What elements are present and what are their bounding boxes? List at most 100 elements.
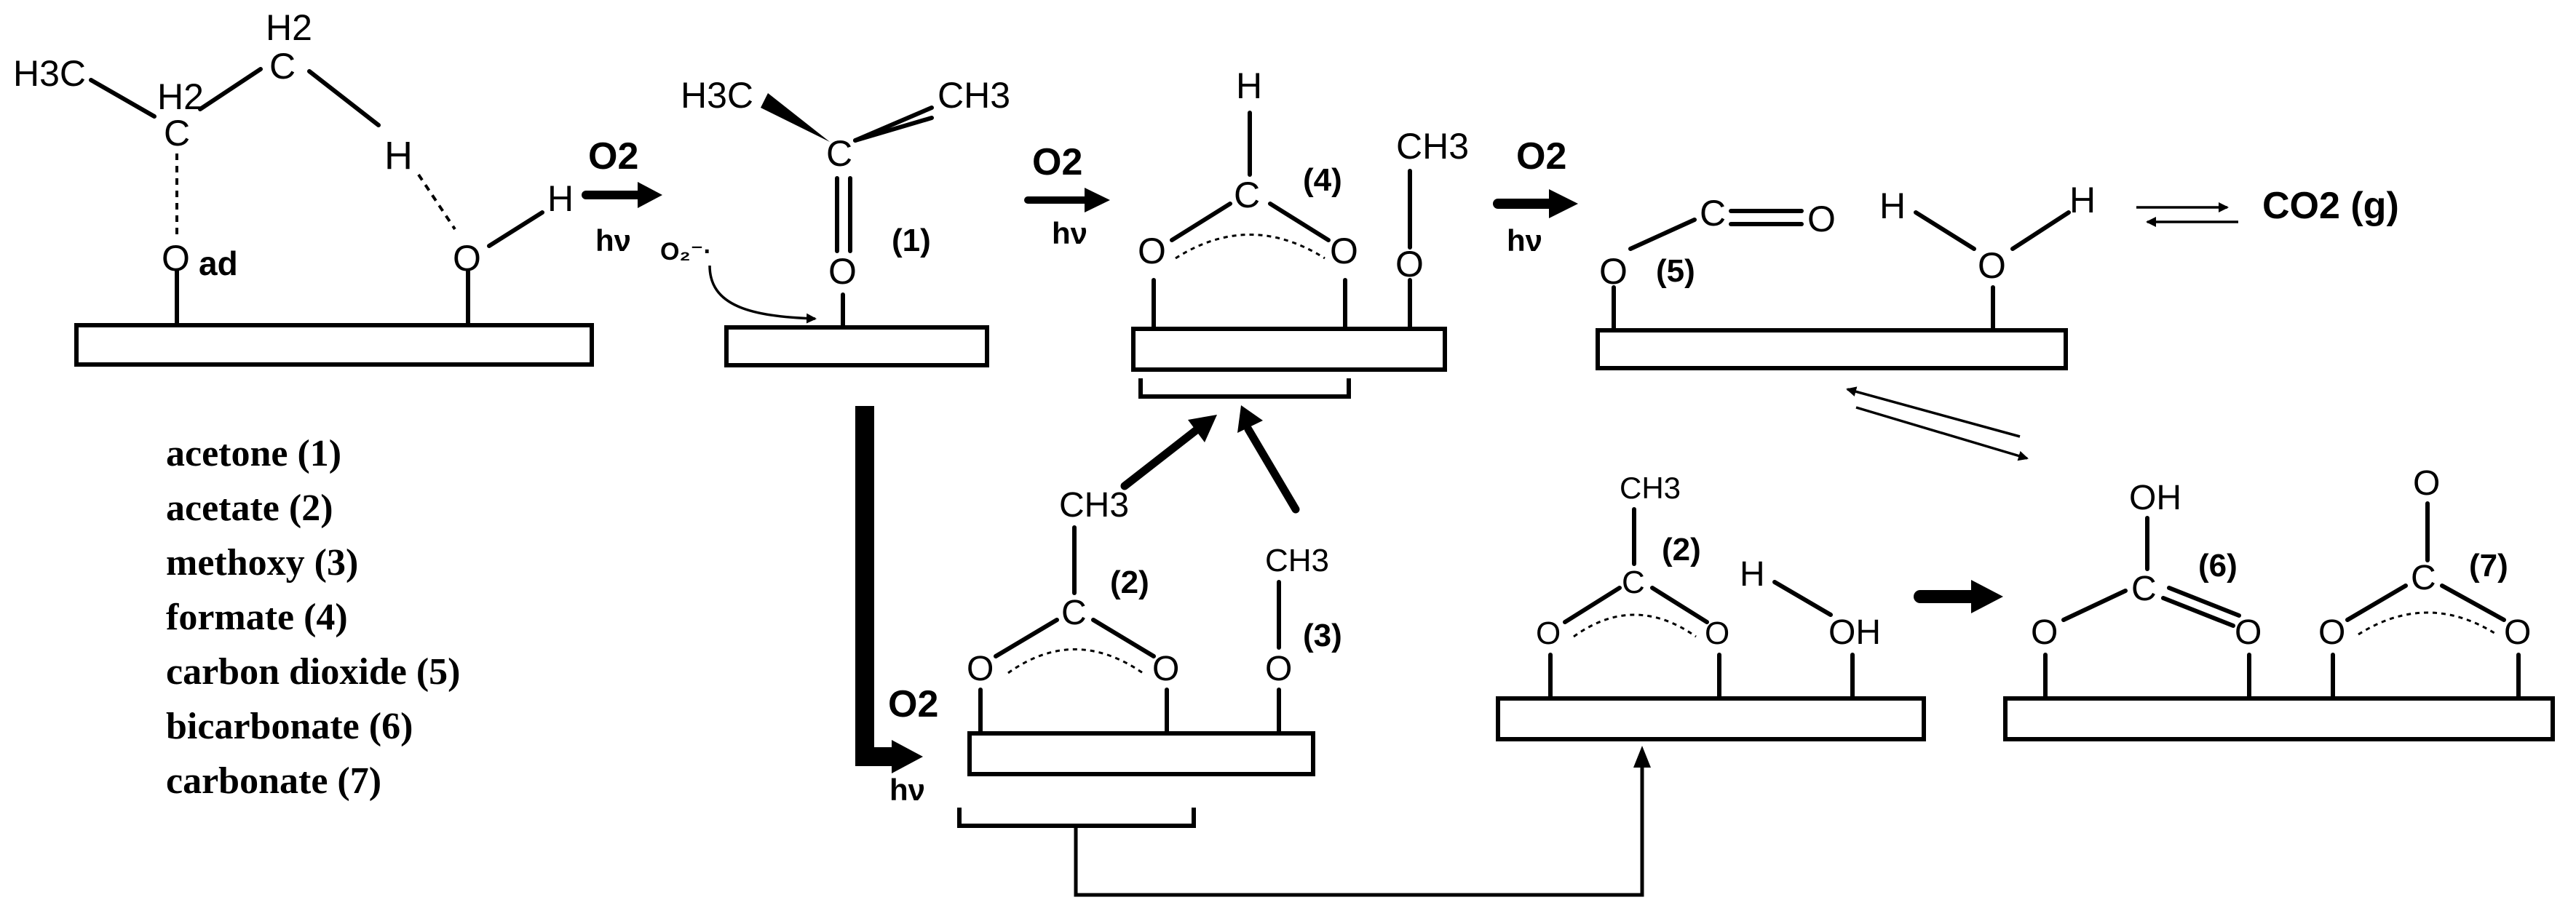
- arrow-down-acetone: O2 hν: [855, 406, 938, 807]
- acetone-stage: O C H3C CH3 (1) O₂⁻·: [660, 75, 1010, 367]
- hv-label-2: hν: [1052, 216, 1087, 250]
- superoxide-label: O₂⁻·: [660, 238, 712, 266]
- atom-h3c: H3C: [13, 53, 86, 94]
- legend-item-2: acetate (2): [166, 487, 333, 529]
- atom-h2-c2: H2: [266, 7, 312, 48]
- arrow-step-2: O2 hν: [1024, 141, 1110, 250]
- number-3: (3): [1303, 618, 1342, 653]
- atom-o-carb-right: O: [2504, 613, 2531, 652]
- hv-label-1: hν: [595, 223, 631, 258]
- atom-c-acetone: C: [826, 133, 852, 174]
- arrows-up-to-formate: [1120, 405, 1300, 514]
- atom-oh-bicarb: OH: [2129, 479, 2181, 517]
- atom-h-water-right: H: [2069, 180, 2096, 220]
- surface-slab-6: [2003, 696, 2555, 741]
- atom-h-hydroxyl: H: [547, 178, 574, 219]
- atom-c-acetate2: C: [1622, 565, 1645, 600]
- carbonate-resonance: [2358, 611, 2497, 636]
- surface-slab-5: [1496, 696, 1926, 741]
- atom-o-methoxy-top: O: [1395, 244, 1424, 284]
- atom-ch3-methoxy-top: CH3: [1396, 126, 1469, 167]
- o2-label-3: O2: [1516, 135, 1566, 178]
- surface-slab-1: [724, 325, 989, 367]
- atom-h3c-acetone: H3C: [681, 75, 753, 116]
- atom-o-carb-left: O: [2318, 613, 2345, 652]
- acetate-resonance: [1007, 648, 1144, 674]
- acetate2-resonance: [1573, 613, 1697, 638]
- o2-label-1: O2: [588, 135, 638, 178]
- hv-label-3: hν: [1507, 223, 1542, 258]
- atom-o-bicarb-right: O: [2235, 613, 2262, 652]
- atom-ch3-methoxy: CH3: [1265, 543, 1329, 578]
- legend-item-4: formate (4): [166, 597, 348, 638]
- propane-adsorbed-stage: O ad H3C H2 C H2 C H O H: [13, 7, 594, 367]
- atom-o-acetate-left: O: [967, 650, 994, 688]
- arrow-step-1: O2 hν: [582, 135, 662, 258]
- legend-item-7: carbonate (7): [166, 760, 381, 802]
- atom-o-carbonyl: O: [828, 251, 857, 292]
- atom-h-formate: H: [1236, 65, 1262, 106]
- atom-c-formate: C: [1234, 175, 1260, 215]
- arrow-to-carbonates: [1914, 580, 2003, 613]
- connector-bottom: [1074, 746, 1651, 897]
- atom-o-formate-right: O: [1330, 231, 1358, 271]
- bracket-formate: [1138, 378, 1351, 399]
- atom-o-acetate-right: O: [1152, 650, 1179, 688]
- number-7: (7): [2469, 548, 2508, 584]
- bracket-acetate: [957, 808, 1196, 828]
- atom-oh-water2: OH: [1828, 613, 1881, 652]
- number-1: (1): [892, 223, 931, 258]
- atom-o-water: O: [1978, 245, 2006, 286]
- number-2-right: (2): [1662, 532, 1701, 567]
- species-legend: acetone (1) acetate (2) methoxy (3) form…: [166, 433, 460, 802]
- o2-label-4: O2: [888, 683, 938, 725]
- atom-c-co2: C: [1700, 193, 1726, 234]
- legend-item-6: bicarbonate (6): [166, 706, 413, 747]
- equilibrium-co2-gas: CO2 (g): [2136, 185, 2399, 227]
- number-4: (4): [1303, 162, 1342, 198]
- surface-slab-3: [1596, 328, 2068, 370]
- legend-item-1: acetone (1): [166, 433, 341, 474]
- atom-o-acetate2-left: O: [1536, 616, 1561, 651]
- atom-o-co2-terminal: O: [1807, 199, 1836, 239]
- atom-ch3-acetate2: CH3: [1620, 471, 1681, 505]
- acetate-methoxy-stage: O O C CH3 (2) O CH3 (3): [957, 486, 1342, 828]
- atom-c-carb: C: [2411, 559, 2436, 597]
- atom-o-hydroxyl: O: [453, 238, 481, 279]
- atom-ch3-acetone: CH3: [938, 75, 1010, 116]
- co2-gas-label: CO2 (g): [2262, 185, 2399, 227]
- number-6: (6): [2198, 548, 2238, 584]
- surface-slab-4: [967, 731, 1315, 776]
- formate-resonance: [1175, 234, 1325, 260]
- legend-item-3: methoxy (3): [166, 542, 358, 584]
- atom-o-methoxy: O: [1265, 650, 1292, 688]
- atom-o-co2-surface: O: [1599, 251, 1628, 292]
- surface-slab-2: [1131, 327, 1447, 372]
- o2-label-2: O2: [1032, 141, 1082, 183]
- atom-h-abstracted: H: [384, 134, 413, 178]
- atom-h-water2: H: [1740, 555, 1765, 594]
- atom-c-acetate: C: [1061, 594, 1087, 632]
- formate-stage: O O C H (4) O CH3: [1131, 65, 1469, 399]
- co2-stage: O C O (5) H O H: [1596, 180, 2096, 370]
- legend-item-5: carbon dioxide (5): [166, 651, 460, 693]
- atom-o-ad: O: [162, 238, 190, 279]
- number-5: (5): [1656, 253, 1695, 289]
- arrow-step-3: O2 hν: [1493, 135, 1578, 258]
- atom-o-formate-left: O: [1138, 231, 1166, 271]
- atom-c1: C: [164, 113, 190, 154]
- superoxide-attack-arrow: [708, 265, 817, 324]
- hv-label-4: hν: [889, 773, 925, 807]
- atom-h-water-left: H: [1879, 186, 1906, 226]
- number-2-lower: (2): [1110, 565, 1149, 600]
- equilibrium-to-carbonates: [1846, 386, 2029, 461]
- atom-c-bicarb: C: [2131, 570, 2157, 608]
- carbonate-stage: O C OH O (6) O O C O (7): [2003, 464, 2555, 741]
- arrow-down-shaft: [855, 406, 895, 766]
- acetate-water-stage: O O C CH3 (2) H OH: [1496, 471, 1926, 741]
- connector-line: [1074, 764, 1644, 897]
- ad-subscript: ad: [199, 244, 238, 282]
- atom-o-bicarb-left: O: [2031, 613, 2058, 652]
- atom-ch3-acetate: CH3: [1059, 486, 1129, 525]
